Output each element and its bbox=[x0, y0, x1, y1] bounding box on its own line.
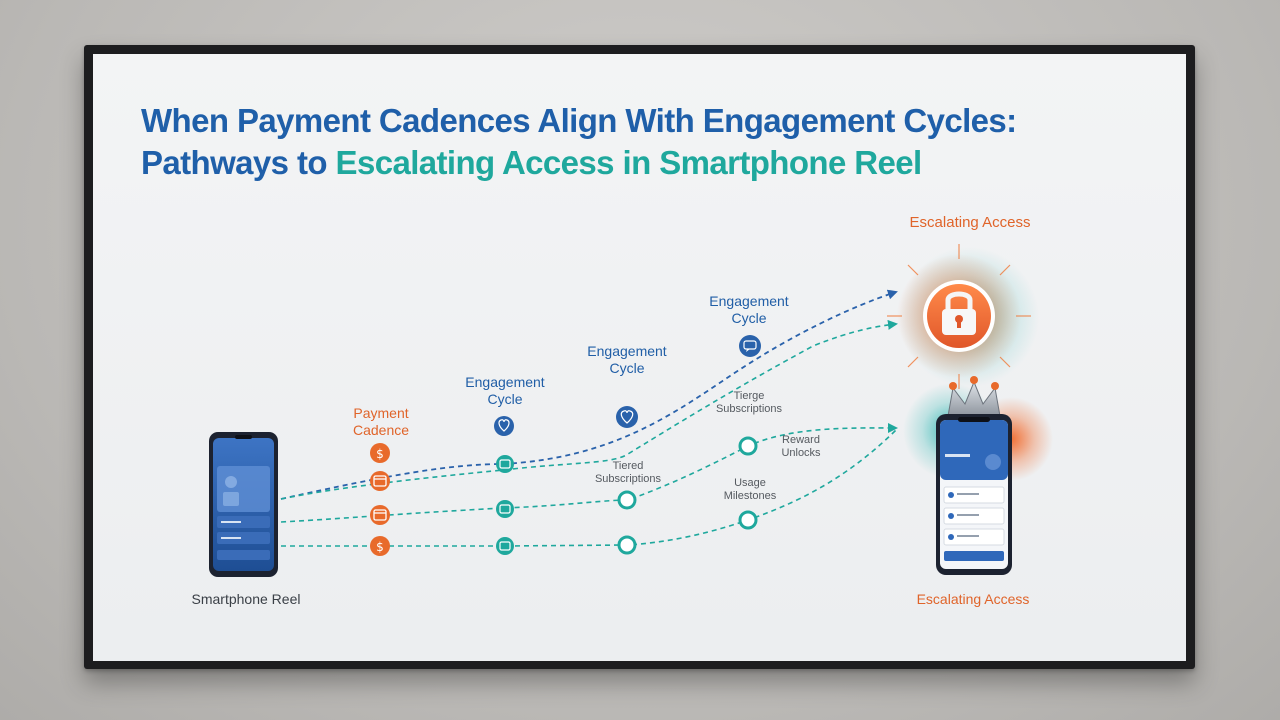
engagement-node-chat bbox=[739, 335, 761, 357]
cycle-node-1 bbox=[496, 455, 514, 473]
escalating-access-label-bottom: Escalating Access bbox=[916, 591, 1030, 607]
milestone-node-1 bbox=[738, 436, 758, 456]
escalated-access-device bbox=[936, 414, 1012, 575]
usage-milestones-label: Usage Milestones bbox=[723, 477, 777, 502]
payment-node-calendar-1 bbox=[370, 471, 390, 491]
cycle-node-2 bbox=[496, 500, 514, 518]
payment-node-calendar-2 bbox=[370, 505, 390, 525]
engagement-node-heart-2 bbox=[616, 406, 638, 428]
page-title: When Payment Cadences Align With Engagem… bbox=[141, 100, 1141, 184]
payment-node-dollar: $ bbox=[370, 443, 390, 463]
tier-node-1 bbox=[617, 490, 637, 510]
payment-node-dollar-2: $ bbox=[370, 536, 390, 556]
pathway-line-teal-1 bbox=[280, 319, 898, 500]
tiered-subscriptions-label-2: Tierge Subscriptions bbox=[715, 390, 783, 415]
svg-text:$: $ bbox=[376, 447, 384, 461]
milestone-node-2 bbox=[738, 510, 758, 530]
presentation-screen: When Payment Cadences Align With Engagem… bbox=[93, 54, 1186, 661]
svg-text:$: $ bbox=[376, 540, 384, 554]
title-line-2: Pathways to Escalating Access in Smartph… bbox=[141, 142, 1141, 184]
engagement-cycle-label-2: Engagement Cycle bbox=[587, 343, 667, 376]
reward-unlocks-label: Reward Unlocks bbox=[781, 434, 821, 459]
lock-icon bbox=[887, 244, 1039, 389]
pathway-line-teal-2 bbox=[280, 422, 898, 523]
engagement-cycle-label-1: Engagement Cycle bbox=[465, 374, 545, 407]
cycle-node-3 bbox=[496, 537, 514, 555]
title-line-2-accent: Escalating Access in Smartphone Reel bbox=[335, 144, 923, 181]
pathway-diagram: $ $ bbox=[209, 244, 1053, 577]
engagement-node-heart-1 bbox=[494, 416, 514, 436]
smartphone-reel-label: Smartphone Reel bbox=[191, 591, 301, 607]
tiered-subscriptions-label-1: Tiered Subscriptions bbox=[594, 460, 662, 485]
title-line-1: When Payment Cadences Align With Engagem… bbox=[141, 102, 1017, 139]
tier-node-2 bbox=[617, 535, 637, 555]
payment-cadence-label: Payment Cadence bbox=[352, 405, 410, 438]
title-line-2-prefix: Pathways to bbox=[141, 144, 336, 181]
engagement-cycle-label-3: Engagement Cycle bbox=[709, 293, 789, 326]
smartphone-reel-device bbox=[209, 432, 278, 577]
escalating-access-label-top: Escalating Access bbox=[909, 214, 1031, 231]
